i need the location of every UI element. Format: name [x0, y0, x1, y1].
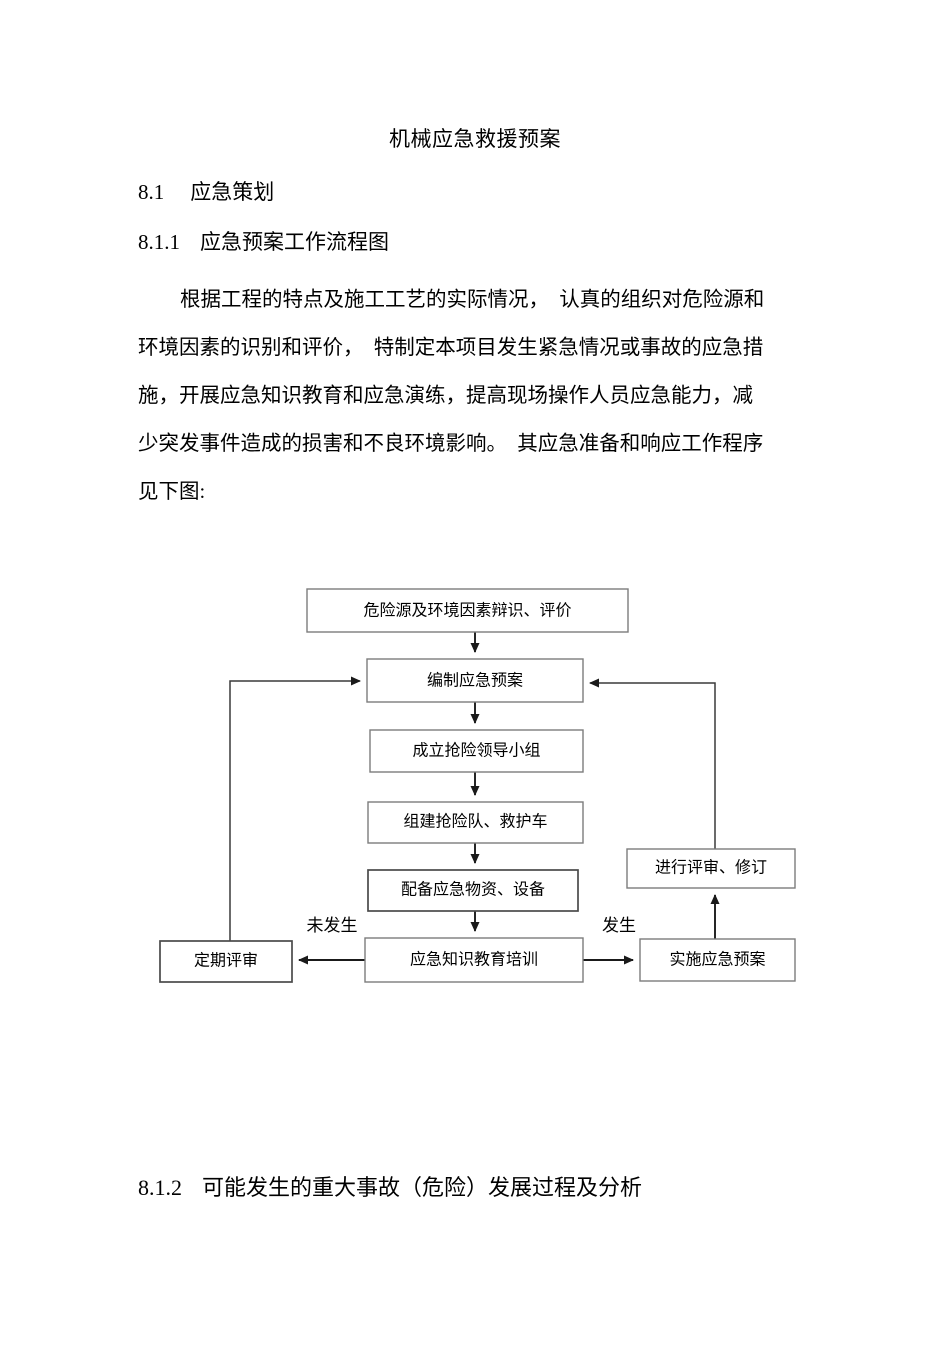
node-establish-leadership[interactable]: 成立抢险领导小组 — [369, 729, 584, 773]
paragraph-line: 施，开展应急知识教育和应急演练，提高现场操作人员应急能力，减 — [138, 385, 753, 407]
paragraph-line: 根据工程的特点及施工工艺的实际情况， 认真的组织对危险源和 — [180, 289, 765, 311]
paragraph-line: 环境因素的识别和评价， 特制定本项目发生紧急情况或事故的应急措 — [138, 337, 764, 359]
node-implement-plan[interactable]: 实施应急预案 — [639, 938, 796, 982]
section-label: 应急预案工作流程图 — [200, 230, 389, 254]
node-label: 组建抢险队、救护车 — [403, 813, 547, 831]
edge-label-occurred: 发生 — [602, 916, 636, 935]
paragraph-line: 见下图: — [138, 481, 206, 503]
section-heading-8-1: 8.1 应急策划 — [138, 176, 274, 206]
node-label: 编制应急预案 — [427, 671, 523, 690]
section-number: 8.1.2 — [138, 1175, 182, 1200]
node-prepare-plan[interactable]: 编制应急预案 — [366, 658, 584, 703]
section-number: 8.1.1 — [138, 230, 180, 254]
page-title: 机械应急救援预案 — [389, 127, 561, 151]
intro-paragraph: 根据工程的特点及施工工艺的实际情况， 认真的组织对危险源和 环境因素的识别和评价… — [138, 276, 814, 516]
section-number: 8.1 — [138, 180, 165, 204]
node-label: 成立抢险领导小组 — [412, 742, 540, 760]
node-review-revise[interactable]: 进行评审、修订 — [626, 848, 796, 889]
node-label: 进行评审、修订 — [655, 859, 767, 877]
node-label: 应急知识教育培训 — [410, 950, 538, 969]
paragraph-line: 少突发事件造成的损害和不良环境影响。 其应急准备和响应工作程序 — [138, 433, 764, 455]
node-equip-supplies[interactable]: 配备应急物资、设备 — [367, 869, 579, 912]
section-heading-8-1-2: 8.1.2 可能发生的重大事故（危险）发展过程及分析 — [138, 1170, 642, 1202]
node-periodic-review[interactable]: 定期评审 — [159, 940, 293, 983]
node-hazard-identification[interactable]: 危险源及环境因素辩识、评价 — [306, 588, 629, 633]
node-label: 危险源及环境因素辩识、评价 — [363, 601, 571, 620]
section-label: 应急策划 — [190, 180, 275, 204]
node-training[interactable]: 应急知识教育培训 — [364, 937, 584, 983]
node-label: 实施应急预案 — [669, 950, 765, 969]
section-label: 可能发生的重大事故（危险）发展过程及分析 — [202, 1175, 643, 1200]
edge-periodic-review-to-prepare-loop — [229, 676, 361, 941]
edge-review-to-prepare-loop — [589, 678, 716, 849]
node-label: 定期评审 — [194, 952, 258, 970]
section-heading-8-1-1: 8.1.1 应急预案工作流程图 — [138, 226, 389, 256]
node-form-rescue-team[interactable]: 组建抢险队、救护车 — [367, 801, 584, 844]
edge-label-not-occurred: 未发生 — [307, 916, 358, 935]
node-label: 配备应急物资、设备 — [401, 880, 545, 899]
